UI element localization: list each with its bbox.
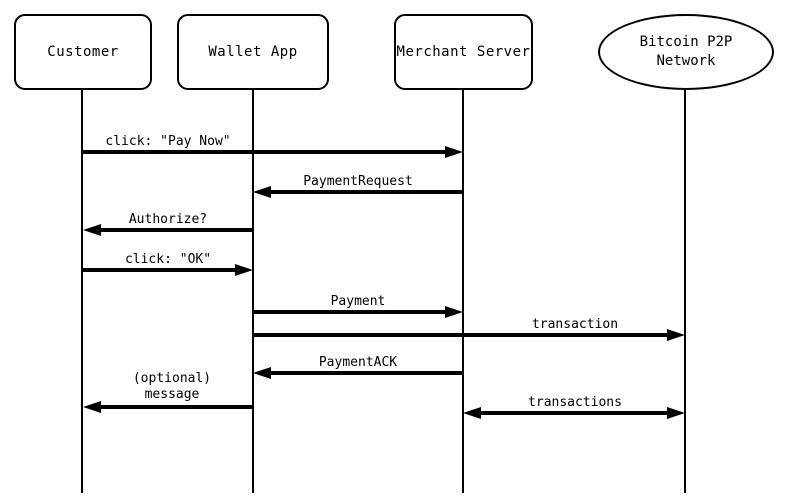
- message-label: Payment: [330, 294, 386, 309]
- participant-merchant-server-label: Merchant Server: [396, 44, 531, 60]
- arrow-line: [101, 405, 253, 409]
- participant-bitcoin-p2p-network: Bitcoin P2P Network: [598, 14, 774, 90]
- arrow-line: [271, 371, 463, 375]
- arrowhead-left: [463, 407, 481, 419]
- arrow-line: [253, 333, 667, 337]
- message-label: PaymentACK: [318, 355, 398, 370]
- message-label: transactions: [528, 395, 622, 410]
- lifeline-merchant-server: [462, 90, 464, 493]
- arrowhead-right: [445, 146, 463, 158]
- message-label: PaymentRequest: [303, 174, 413, 189]
- arrowhead-left: [253, 367, 271, 379]
- message-label: Authorize?: [128, 212, 208, 227]
- participant-merchant-server: Merchant Server: [394, 14, 533, 90]
- participant-bitcoin-p2p-network-label-line1: Bitcoin P2P: [639, 34, 733, 50]
- arrow-line: [83, 150, 445, 154]
- arrowhead-left: [83, 224, 101, 236]
- message-label: (optional) message: [133, 371, 211, 403]
- arrow-line: [101, 228, 253, 232]
- arrowhead-right: [667, 329, 685, 341]
- arrowhead-right: [235, 264, 253, 276]
- lifeline-customer: [81, 90, 83, 493]
- participant-customer: Customer: [14, 14, 152, 90]
- arrowhead-right: [445, 306, 463, 318]
- message-label: transaction: [531, 317, 619, 332]
- message-label-line2: message: [144, 387, 200, 402]
- lifeline-wallet-app: [252, 90, 254, 493]
- participant-customer-label: Customer: [47, 44, 119, 60]
- arrow-line: [83, 268, 235, 272]
- arrow-line: [271, 190, 463, 194]
- participant-wallet-app-label: Wallet App: [208, 44, 298, 60]
- message-label: click: "OK": [124, 252, 212, 267]
- arrowhead-left: [83, 401, 101, 413]
- arrow-line: [253, 310, 445, 314]
- arrowhead-left: [253, 186, 271, 198]
- lifeline-bitcoin-p2p-network: [684, 90, 686, 493]
- arrowhead-right: [667, 407, 685, 419]
- participant-wallet-app: Wallet App: [177, 14, 329, 90]
- participant-bitcoin-p2p-network-label-line2: Network: [656, 53, 716, 69]
- arrow-line: [481, 411, 667, 415]
- message-label: click: "Pay Now": [105, 134, 231, 149]
- message-label-line1: (optional): [132, 371, 212, 386]
